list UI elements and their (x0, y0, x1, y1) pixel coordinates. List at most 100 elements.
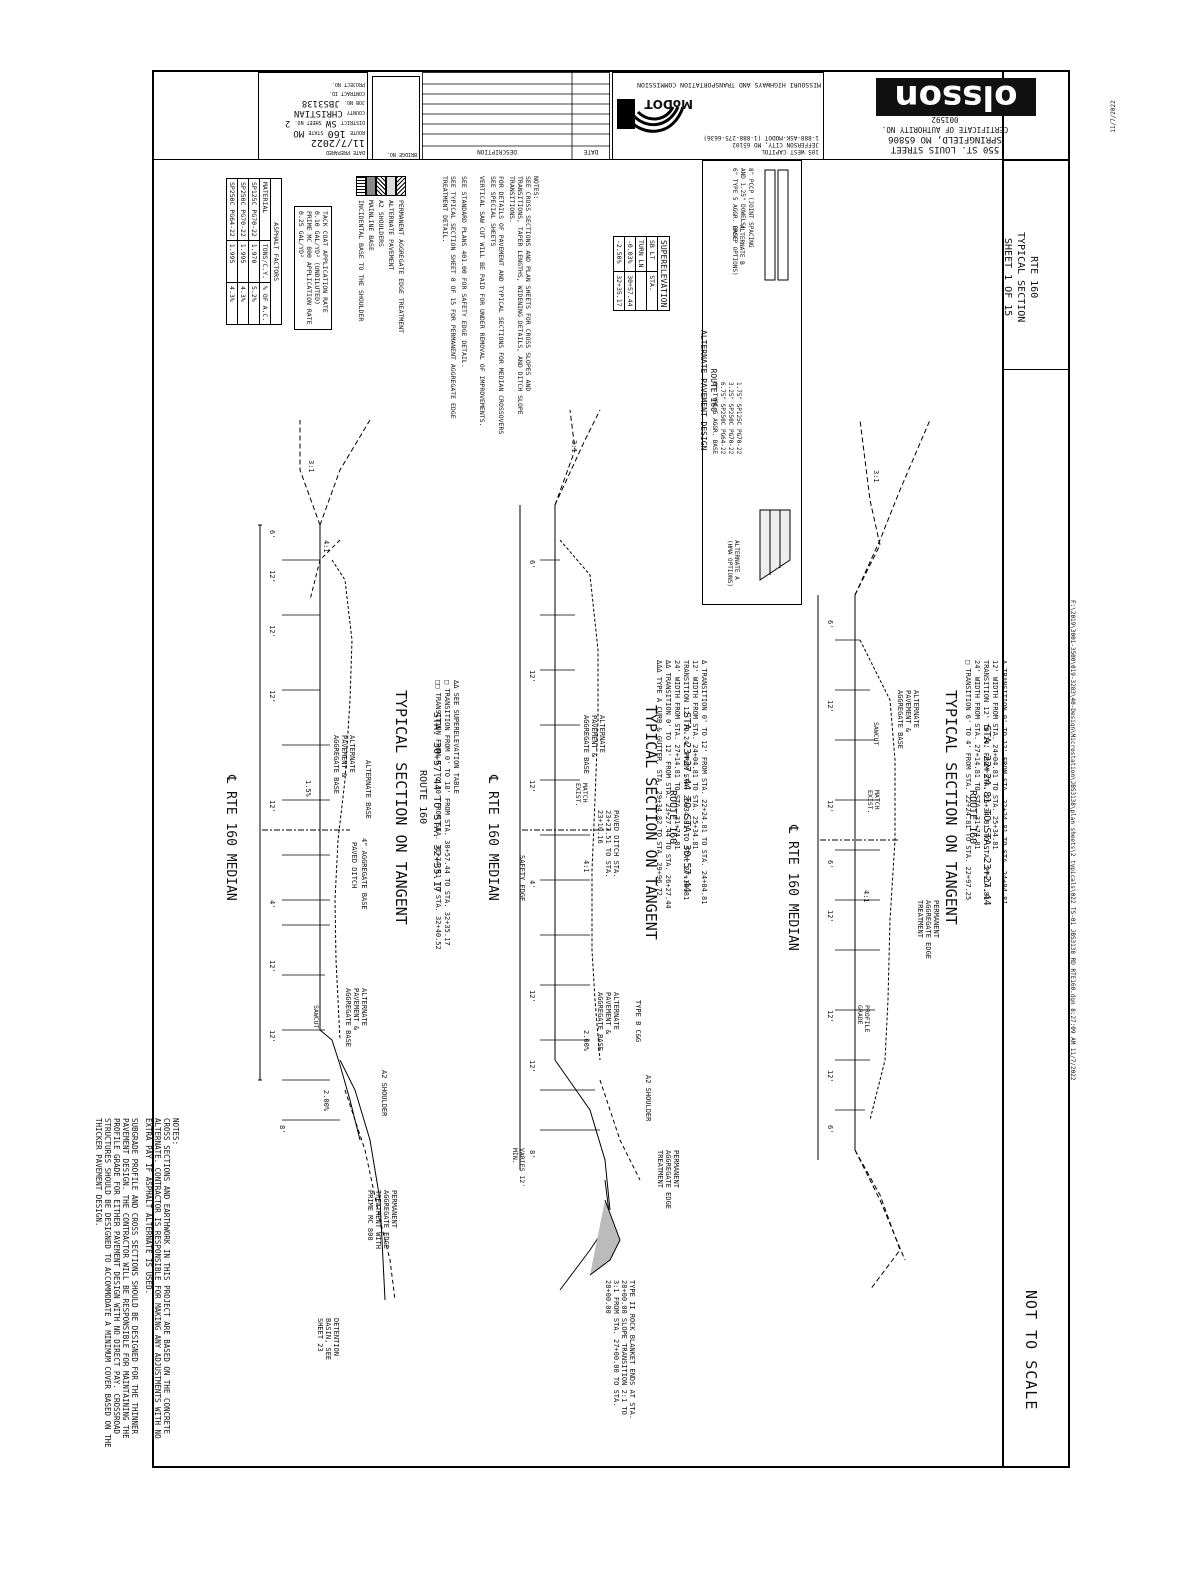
alt-a-layer: 6" TYPE 5 AGGR. BASE (711, 382, 718, 455)
dim-label: 2.00% (582, 1030, 590, 1052)
bridge-label: BRIDGE NO. (386, 151, 417, 157)
olsson-date: 11/7/2022 (1110, 100, 1118, 133)
section3-note-3: 24' WIDTH FROM STA. 27+14.81 TO STA. 31+… (973, 660, 981, 850)
superelevation-table: SUPERELEVATION SB LT STA. TURN LN -0.03%… (613, 236, 670, 311)
section1-alt-right: ALTERNATE PAVEMENT & AGGREGATE BASE (332, 735, 356, 795)
legend-label: A2 SHOULDERS (377, 200, 385, 247)
alt-a-label: ALTERNATE A (HMA OPTIONS) (726, 540, 740, 587)
olsson-block: 550 ST. LOUIS STREET SPRINGFIELD, MO 658… (826, 72, 1117, 160)
sheet-title-1: RTE 160 (1028, 256, 1039, 299)
section2-a2-label: A2 SHOULDER (644, 1075, 652, 1122)
superelev-title: SUPERELEVATION (657, 236, 670, 311)
alt-b-layers: 8" PCCP (JOINT SPACING AND 1.25" DOWELS)… (730, 168, 754, 248)
legend-label: INCIDENTAL BASE TO THE SHOULDER (357, 200, 365, 322)
notes-right-4: SEE TYPICAL SECTION SHEET 8 OF 15 FOR PE… (441, 176, 457, 419)
legend-item-1: ALTERNATE PAVEMENT (386, 176, 396, 333)
alt-design-box (702, 160, 802, 605)
commission-name: MISSOURI HIGHWAYS AND TRANSPORTATION COM… (637, 81, 821, 89)
notes-right-2: VERTICAL SAW CUT WILL BE PAID FOR UNDER … (478, 176, 486, 427)
date-label: DATE PREPARED (325, 149, 365, 155)
dim-label: 6' (826, 860, 834, 869)
state-label: STATE (308, 129, 324, 135)
dim-label: 12' (826, 910, 834, 923)
section3-match: MATCH EXIST. (866, 790, 881, 814)
olsson-cert: CERTIFICATE OF AUTHORITY NO. 001592 (881, 115, 1009, 134)
asphalt-cell: SP125C PG70-22 (248, 178, 260, 241)
legend-swatch (396, 176, 406, 196)
section1-agg-base: 4" AGGREGATE BASE (360, 838, 368, 910)
dim-label: 3:1 (570, 440, 578, 453)
section3-note-4: □ TRANSITION 6' TO 4' FROM STA. 22+24.81… (964, 660, 972, 901)
section1-notes: ΔΔ SEE SUPERELEVATION TABLE □ TRANSITION… (433, 680, 460, 950)
asphalt-h2: % OF A.C. (259, 282, 271, 325)
alt-a-layer: 1.75" SP125C PG70-22 (735, 382, 742, 455)
asphalt-factors: ASPHALT FACTORS MATERIAL TONS/C.Y. % OF … (226, 178, 282, 325)
legend: PERMANENT AGGREGATE EDGE TREATMENT ALTER… (356, 176, 406, 333)
dim-label: 12' (268, 625, 276, 638)
dim-label: 1.5% (304, 780, 312, 797)
dim-label: 6' (826, 620, 834, 629)
section1-note-1: □ TRANSITION FROM 0' TO 18' FROM STA. 30… (443, 680, 451, 946)
dim-label: 12' (268, 690, 276, 703)
dim-label: 12' (528, 990, 536, 1003)
legend-item-3: MAINLINE BASE (366, 176, 376, 333)
sheet-label: SHEET NO. (294, 119, 322, 125)
section2-note-4: ΔΔ TRANSITION 0' TO 12' FROM STA. 23+27.… (664, 660, 672, 909)
section1-detention-label: DETENTION BASIN, SEE SHEET 23 (316, 1318, 340, 1361)
section2-note-3: 24' WIDTH FROM STA. 27+14.81 TO STA. 31+… (673, 660, 681, 850)
asphalt-cell: 1.995 (237, 240, 249, 283)
sheet-value: 2 (284, 118, 291, 128)
asphalt-cell: 1.970 (248, 240, 260, 283)
section1-a2-label: A2 SHOULDER (380, 1070, 388, 1117)
olsson-logo: olsson (876, 77, 1036, 117)
legend-swatch (366, 176, 376, 196)
dim-label: 4:1 (322, 540, 330, 553)
modot-logo-text: MoDOT (644, 97, 693, 111)
section3-median: ℄ RTE 160 MEDIAN (785, 825, 800, 951)
alt-a-layer: 6.75" SP250C PG64-22 (719, 382, 726, 455)
section2-note-0: Δ TRANSITION 0' TO 12' FROM STA. 22+24.8… (700, 660, 708, 905)
olsson-street: 550 ST. LOUIS STREET (890, 144, 1000, 154)
section3-note-1: 12' WIDTH FROM STA. 24+04.81 TO STA. 25+… (991, 660, 999, 850)
asphalt-title: ASPHALT FACTORS (270, 178, 282, 325)
asphalt-cell: 5.2% (248, 282, 260, 325)
superelev-cell (635, 271, 647, 311)
alt-a-layers: 1.75" SP125C PG70-22 3.25" SP250C PG70-2… (710, 382, 742, 454)
job-value: JBS3138 (301, 98, 340, 108)
district-value: SW (325, 118, 337, 128)
notes-left-2: SUBGRADE PROFILE AND CROSS SECTIONS SHOU… (94, 1118, 139, 1448)
section2-type-b: TYPE B C&G (634, 1000, 642, 1043)
section2-note-5: ΔΔΔ TYPE A CURB & GUTTER, STA. 29+34.82 … (655, 660, 663, 897)
notes-left-header: NOTES: (171, 1118, 180, 1146)
section1-paved-ditch: PAVED DITCH (350, 842, 358, 889)
county-value: CHRISTIAN (293, 108, 343, 118)
section1-route: ROUTE 160 (417, 770, 428, 825)
section3-sawcut: SAWCUT (872, 722, 880, 746)
asphalt-table: ASPHALT FACTORS MATERIAL TONS/C.Y. % OF … (226, 178, 282, 325)
dim-label: 12' (268, 800, 276, 813)
tack-coat-box: TACK COAT APPLICATION RATE 0.10 GAL/YD² … (294, 206, 332, 330)
asphalt-cell: SP250C PG70-22 (237, 178, 249, 241)
title-block (1002, 70, 1070, 1468)
legend-item-0: PERMANENT AGGREGATE EDGE TREATMENT (396, 176, 406, 333)
notes-right: NOTES: SEE CROSS SECTIONS AND PLAN SHEET… (441, 176, 540, 436)
dim-label: 4:1 (862, 890, 870, 903)
legend-swatch (356, 176, 366, 196)
modot-address: 105 WEST CAPITOL JEFFERSON CITY, MO 6510… (703, 134, 819, 155)
revision-desc-label: DESCRIPTION (477, 148, 517, 155)
section2-paved-ditch: PAVED DITCH STA. 23+27.51 TO STA. 23+10.… (596, 810, 620, 878)
route-label: ROUTE (349, 129, 365, 135)
dim-label: 8' (278, 1125, 286, 1134)
superelev-cell: TURN LN (635, 236, 647, 272)
dim-label: 12' (268, 960, 276, 973)
date-value: 11/7/2022 (310, 137, 365, 148)
section3-title: TYPICAL SECTION ON TANGENT (942, 690, 960, 925)
superelev-cell: 32+35.17 (613, 271, 625, 311)
legend-swatch (376, 176, 386, 196)
dim-label: 12' (528, 670, 536, 683)
tack-line1: TACK COAT APPLICATION RATE (321, 211, 329, 313)
notes-right-1: FOR DETAILS OF PAVEMENT AND TYPICAL SECT… (489, 176, 505, 435)
section2-note-2: TRANSITION 12' TO 24' FROM STA. 25+34.81… (682, 660, 690, 901)
section2-match: MATCH EXIST. (574, 783, 589, 807)
section3-notes: Δ TRANSITION 0' TO 12' FROM STA. 22+24.8… (963, 660, 1008, 904)
